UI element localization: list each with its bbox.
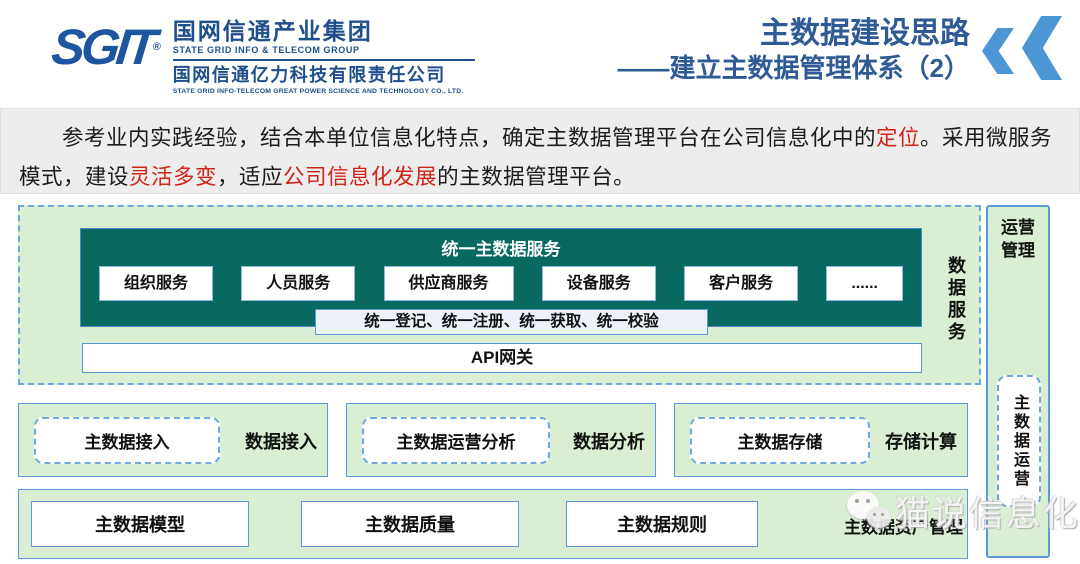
master-data-access-box: 主数据接入 [34,417,220,464]
logo-text-block: 国网信通产业集团 STATE GRID INFO & TELECOM GROUP… [172,14,475,95]
service-box-customer: 客户服务 [684,266,799,301]
logo-mark-text: SGIT [49,19,156,75]
summary-highlight: 定位 [876,126,921,150]
unified-service-title: 统一主数据服务 [441,240,561,259]
watermark: 猫说信息化 [845,486,1080,537]
data-analysis-label: 数据分析 [573,432,645,452]
wechat-bubbles-icon [845,489,895,535]
company-name-cn: 国网信通亿力科技有限责任公司 [172,65,446,85]
page-title-line1: 主数据建设思路 [760,17,970,50]
chevron-left-icon [1022,16,1062,80]
chat-bubble-small [867,506,891,528]
master-data-ops-box: 主数据运营 [997,375,1041,507]
summary-text: 参考业内实践经验，结合本单位信息化特点，确定主数据管理平台在公司信息化中的 [62,126,877,150]
group-name-en: STATE GRID INFO & TELECOM GROUP [172,45,360,55]
company-logo: SGIT® 国网信通产业集团 STATE GRID INFO & TELECOM… [49,14,475,95]
chevron-left-icon [982,28,1014,74]
storage-compute-label: 存储计算 [885,432,957,452]
panel-data-analysis: 主数据运营分析 数据分析 [346,403,656,477]
ops-management-column: 运营管理 主数据运营 [986,205,1050,558]
summary-text: ，适应 [217,165,284,189]
summary-text: 的主数据管理平台。 [437,165,636,189]
service-box-supplier: 供应商服务 [383,266,514,301]
master-data-analysis-box: 主数据运营分析 [362,417,550,464]
page-title-line2: ——建立主数据管理体系（2） [617,53,970,83]
data-access-label: 数据接入 [245,432,317,452]
summary-highlight: 公司信息化发展 [283,165,438,189]
summary-text: 。采用微服务模式，建设 [19,126,1053,189]
panel-data-access: 主数据接入 数据接入 [18,403,328,477]
service-box-org: 组织服务 [99,266,214,301]
ops-management-title: 运营管理 [1001,218,1035,260]
master-data-rules-box: 主数据规则 [566,501,758,547]
unify-functions-bar: 统一登记、统一注册、统一获取、统一校验 [315,309,708,335]
panel-storage-compute: 主数据存储 存储计算 [674,403,968,477]
summary-bar: 参考业内实践经验，结合本单位信息化特点，确定主数据管理平台在公司信息化中的定位。… [0,108,1080,194]
logo-divider [172,59,475,61]
sgit-logo-icon: SGIT® [49,14,161,80]
group-name-cn: 国网信通产业集团 [172,18,373,44]
master-data-model-box: 主数据模型 [31,501,249,547]
governance-panel: 主数据模型 主数据质量 主数据规则 主数据资产管理 [18,489,968,559]
master-data-quality-box: 主数据质量 [301,501,519,547]
unified-service-box: 统一主数据服务 组织服务 人员服务 供应商服务 设备服务 客户服务 ...... [80,228,922,327]
service-box-equipment: 设备服务 [541,266,656,301]
company-name-en: STATE GRID INFO-TELECOM GREAT POWER SCIE… [172,88,464,95]
master-data-storage-box: 主数据存储 [690,417,870,464]
data-service-container: 统一主数据服务 组织服务 人员服务 供应商服务 设备服务 客户服务 ......… [18,205,981,385]
service-box-more: ...... [826,266,903,301]
registered-mark: ® [152,41,158,53]
api-gateway-bar: API网关 [82,343,922,373]
data-service-vertical-label: 数据服务 [946,256,966,344]
service-box-person: 人员服务 [241,266,356,301]
summary-highlight: 灵活多变 [129,165,218,189]
watermark-text: 猫说信息化 [895,495,1080,534]
double-chevron-icon [982,14,1062,84]
summary-paragraph: 参考业内实践经验，结合本单位信息化特点，确定主数据管理平台在公司信息化中的定位。… [19,119,1061,197]
page-title: 主数据建设思路 ——建立主数据管理体系（2） [618,16,970,84]
master-data-ops-label: 主数据运营 [1011,393,1028,489]
service-row: 组织服务 人员服务 供应商服务 设备服务 客户服务 ...... [99,266,903,301]
